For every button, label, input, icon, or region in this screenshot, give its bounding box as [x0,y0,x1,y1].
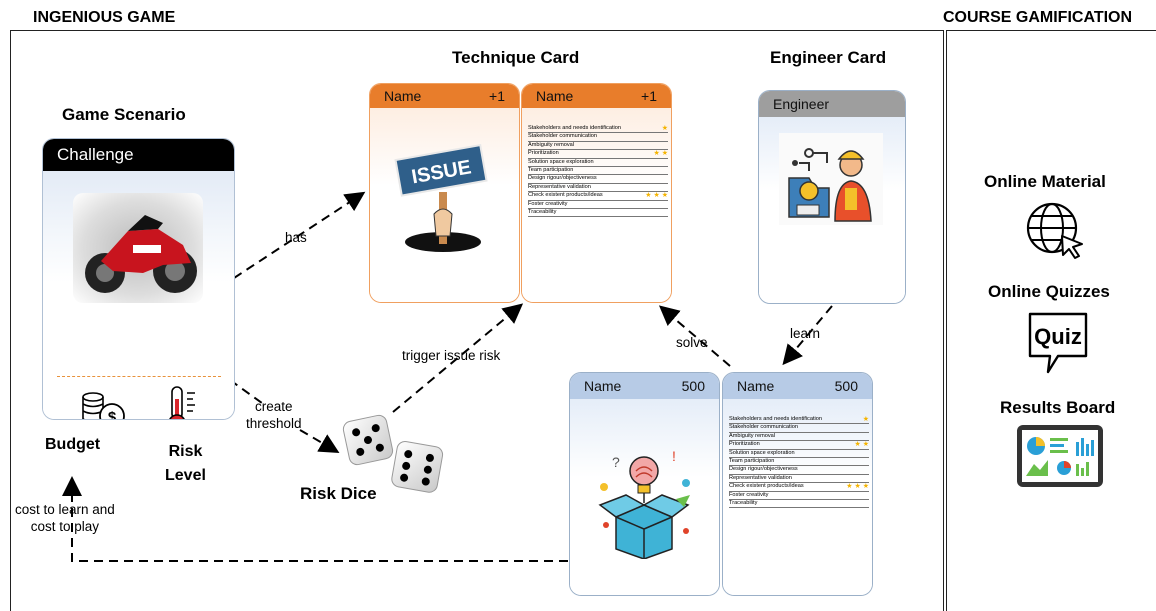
trigger-issue-label: trigger issue risk [402,348,501,363]
budget-label: Budget [45,436,101,453]
skill-row: Traceability [729,500,869,509]
create-threshold-arrow [229,379,263,404]
skill-row: Prioritization★ ★ [729,441,869,450]
technique-card-back: Name +1 Stakeholders and needs identifica… [521,83,672,303]
ingenious-game-frame [10,30,944,611]
skill-row: Stakeholders and needs identification★ [528,125,668,134]
skill-row: Representative validation [528,184,668,193]
learn-arrow [782,305,833,366]
skill-row: Team participation [528,167,668,176]
risk-dice-icon [342,414,444,493]
challenge-card: Challenge $ [42,138,235,420]
trigger-issue-arrow [392,303,524,413]
svg-text:?: ? [612,454,620,470]
skill-row: Check existent products/ideas★ ★ ★ [528,192,668,201]
engineer-card-title: Engineer Card [770,48,887,67]
solution-back-value: 500 [834,378,858,394]
create-threshold-label: create threshold [246,399,302,431]
skill-row: Stakeholder communication [729,424,869,433]
skill-row: Design rigour/objectiveness [729,466,869,475]
solution-card-front: Name 500 ? ! [569,372,720,596]
skill-row: Ambiguity removal [528,142,668,151]
challenge-header: Challenge [43,139,234,171]
solve-label: solve [676,335,708,350]
solution-front-value: 500 [681,378,705,394]
globe-cursor-icon [1026,202,1083,259]
solution-back-name: Name [737,378,775,394]
skill-row: Representative validation [729,475,869,484]
ingenious-game-header: INGENIOUS GAME [33,9,176,26]
technique-card-title: Technique Card [452,48,580,67]
technique-front-name: Name [384,88,422,104]
online-material-label: Online Material [984,172,1106,191]
game-scenario-title: Game Scenario [62,105,186,124]
course-gamification-header: COURSE GAMIFICATION [943,9,1133,26]
results-board-label: Results Board [1000,398,1116,417]
skill-row: Stakeholder communication [528,133,668,142]
budget-icon: $ [82,392,125,420]
results-tablet-icon [1017,425,1103,487]
quiz-bubble-icon: Quiz [1028,312,1088,374]
solution-skills-table: Stakeholders and needs identification★ S… [729,416,869,509]
risk-dice-label: Risk Dice [300,484,377,503]
motorcycle-image [73,193,203,303]
quiz-word: Quiz [1034,324,1082,349]
solution-front-name: Name [584,378,622,394]
create-threshold-arrow-2 [299,429,340,454]
engineer-card: Engineer [758,90,906,304]
skill-row: Check existent products/ideas★ ★ ★ [729,483,869,492]
svg-text:!: ! [672,448,676,464]
solution-card-back: Name 500 Stakeholders and needs identific… [722,372,873,596]
skill-row: Solution space exploration [729,450,869,459]
ideas-box-icon: ? ! [598,448,690,559]
cost-arrow [62,476,568,562]
technique-front-value: +1 [489,88,505,104]
skill-row: Design rigour/objectiveness [528,175,668,184]
learn-label: learn [790,326,821,341]
skill-row: Traceability [528,209,668,218]
cost-label: cost to learn and cost to play [15,502,115,534]
engineer-card-header: Engineer [773,96,830,112]
thermometer-icon [169,386,195,419]
technique-card-front: Name +1 ISSUE [369,83,520,303]
online-quizzes-label: Online Quizzes [988,282,1110,301]
svg-text:$: $ [108,409,117,420]
skill-row: Foster creativity [528,201,668,210]
skill-row: Team participation [729,458,869,467]
skill-row: Foster creativity [729,492,869,501]
technique-skills-table: Stakeholders and needs identification★ S… [528,125,668,218]
has-arrow [233,191,366,279]
skill-row: Solution space exploration [528,159,668,168]
issue-sign-icon: ISSUE [394,143,488,252]
skill-row: Stakeholders and needs identification★ [729,416,869,425]
divider [57,376,221,377]
gamification-frame [946,30,1156,611]
skill-row: Prioritization★ ★ [528,150,668,159]
engineer-icon [779,133,883,225]
technique-back-value: +1 [641,88,657,104]
skill-row: Ambiguity removal [729,433,869,442]
risk-level-label: Risk Level [165,443,206,484]
technique-back-name: Name [536,88,574,104]
has-label: has [285,230,307,245]
